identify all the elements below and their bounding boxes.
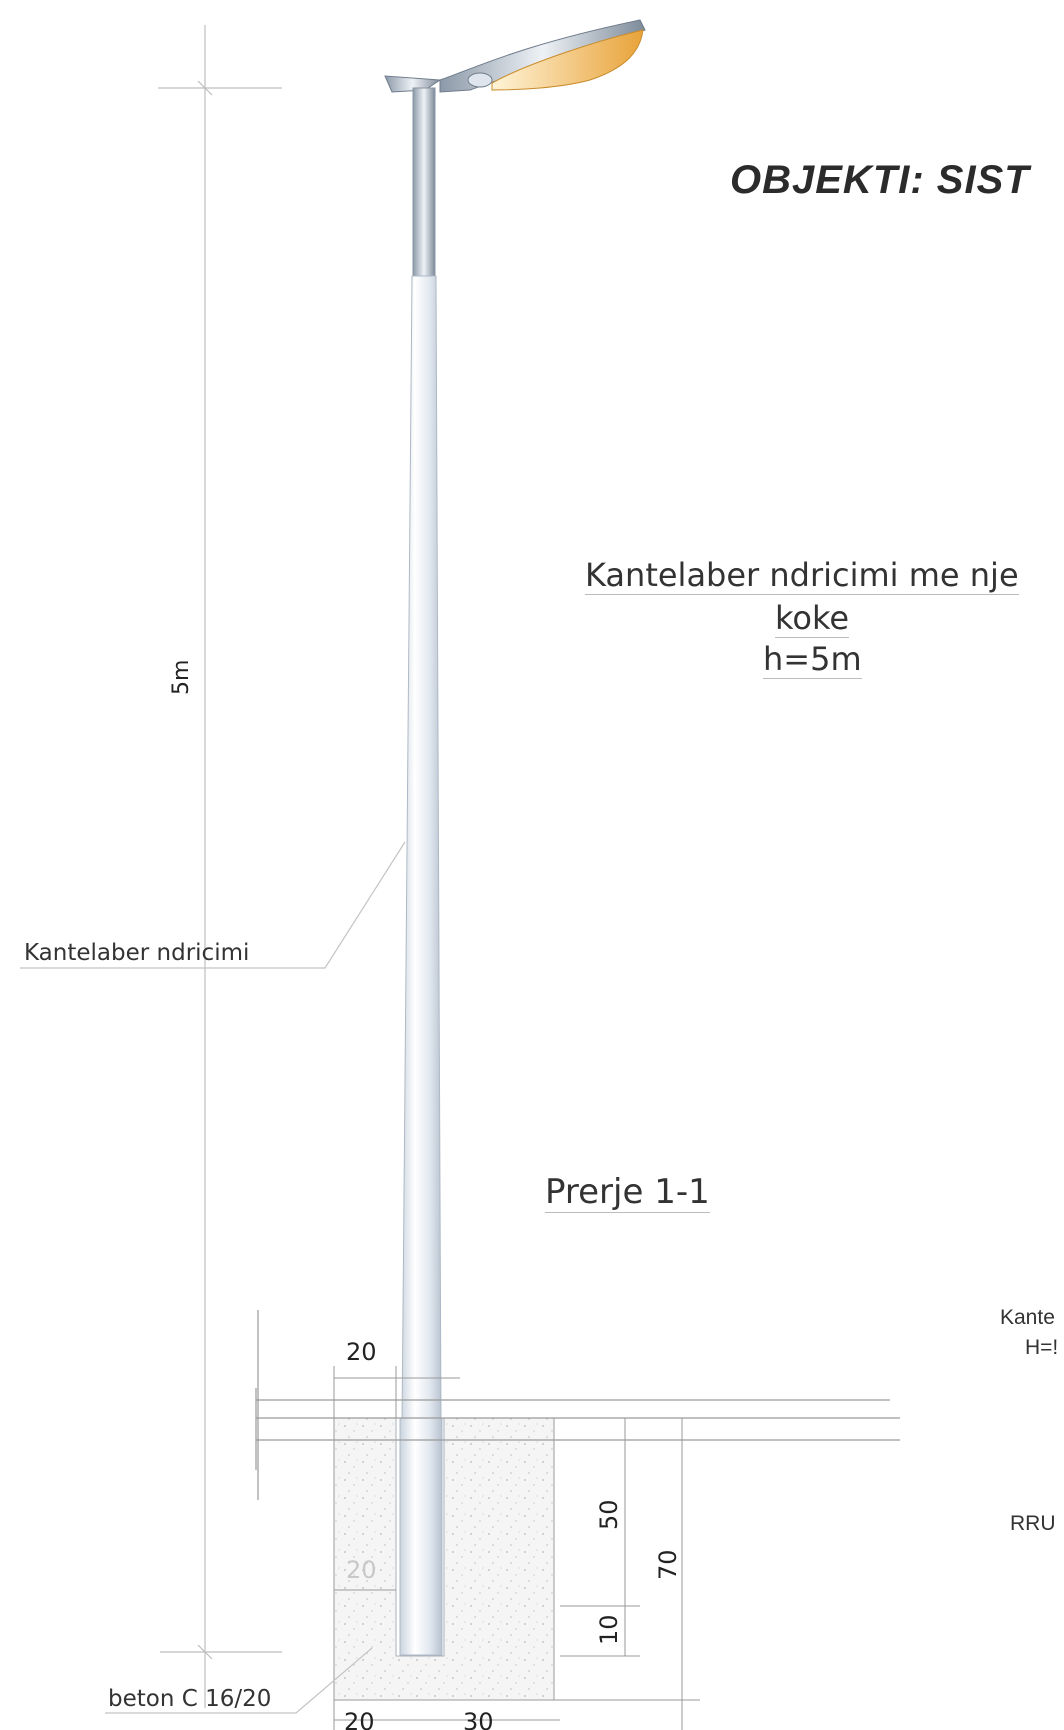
- concrete-label: beton C 16/20: [108, 1686, 272, 1712]
- dim-height: 5m: [169, 660, 194, 695]
- lamp-head: [384, 19, 646, 93]
- dim-top-width: 20: [346, 1338, 377, 1366]
- dim-inner-depth: 20: [346, 1556, 377, 1584]
- dim-depth-50: 50: [595, 1499, 623, 1530]
- caption-line-2: koke: [775, 599, 850, 638]
- upper-mast: [412, 87, 436, 279]
- dim-depth-10: 10: [595, 1614, 623, 1645]
- pole-label: Kantelaber ndricimi: [24, 940, 250, 966]
- object-title: OBJEKTI: SIST: [730, 158, 1030, 202]
- dim-bottom-left: 20: [344, 1708, 375, 1730]
- ground-lines: [255, 1310, 900, 1500]
- pole-leader-line: [20, 841, 406, 969]
- foundation-dimensions: [333, 1366, 700, 1730]
- concrete-leader-line: [105, 1647, 373, 1714]
- dim-depth-70: 70: [654, 1549, 682, 1580]
- dim-bottom-right: 30: [463, 1708, 494, 1730]
- right-cut-label-1: Kante: [1000, 1306, 1055, 1329]
- caption-line-3: h=5m: [763, 640, 862, 679]
- height-dimension: [158, 25, 282, 1708]
- caption-line-1: Kantelaber ndricimi me nje: [585, 556, 1019, 595]
- right-cut-label-3: RRU: [1010, 1512, 1056, 1535]
- section-title: Prerje 1-1: [545, 1172, 710, 1213]
- right-cut-label-2: H=!: [1025, 1336, 1059, 1359]
